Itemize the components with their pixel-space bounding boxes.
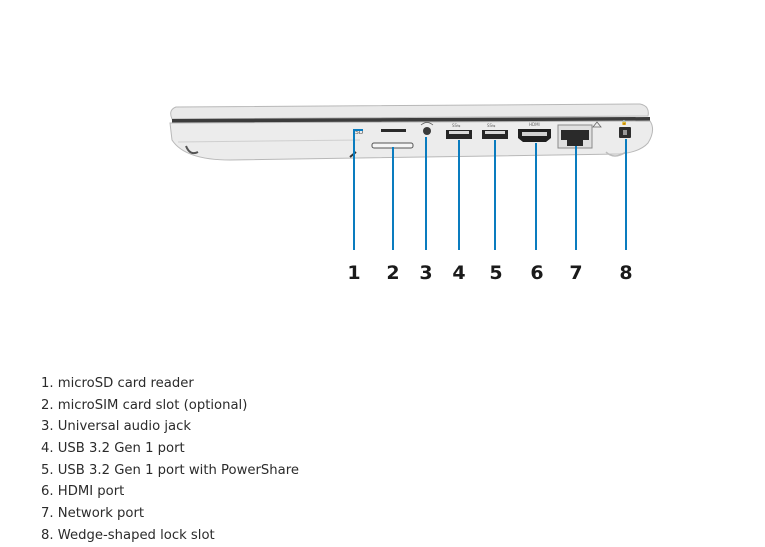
usb-port-b-tongue xyxy=(485,131,505,134)
headset-icon xyxy=(420,122,434,126)
callout-number-6: 6 xyxy=(530,262,544,284)
laptop-side-illustration: SD SS⇆ SS⇆ HDMI 🔒 xyxy=(169,103,654,250)
usb-symbol-a: SS⇆ xyxy=(452,123,461,128)
list-item: 1. microSD card reader xyxy=(41,376,194,391)
callout-leader-lines xyxy=(353,129,627,250)
microsd-slot xyxy=(381,129,406,132)
list-item: 7. Network port xyxy=(41,506,145,522)
left-foot xyxy=(185,145,199,155)
hdmi-symbol: HDMI xyxy=(529,122,540,127)
list-item: 8. Wedge-shaped lock slot xyxy=(41,527,215,543)
sd-icon: SD xyxy=(355,129,364,136)
list-item: 5. USB 3.2 Gen 1 port with PowerShare xyxy=(41,462,299,478)
usb-port-a-tongue xyxy=(449,131,469,134)
callout-number-5: 5 xyxy=(489,262,503,284)
usb-port-a xyxy=(446,130,472,139)
list-item: 3. Universal audio jack xyxy=(41,419,191,435)
list-item: 4. USB 3.2 Gen 1 port xyxy=(41,441,185,457)
callout-number-2: 2 xyxy=(386,262,400,284)
laptop-right-side-figure: SD SS⇆ SS⇆ HDMI 🔒 1 2 3 xyxy=(169,103,654,284)
hdmi-port-inner xyxy=(522,132,547,136)
callout-number-8: 8 xyxy=(619,262,633,284)
usb-port-b xyxy=(482,130,508,139)
audio-jack xyxy=(423,127,431,135)
usb-symbol-b: SS⇆ xyxy=(487,123,496,128)
laptop-lid xyxy=(170,103,649,120)
callout-number-7: 7 xyxy=(569,262,583,284)
lid-seam xyxy=(171,117,651,123)
network-port-opening xyxy=(561,130,589,146)
network-icon xyxy=(592,121,602,128)
right-foot xyxy=(605,151,627,157)
callout-number-1: 1 xyxy=(347,262,361,284)
lock-icon: 🔒 xyxy=(621,119,627,126)
port-legend-list: 1. microSD card reader 2. microSIM card … xyxy=(41,373,299,547)
base-crease xyxy=(177,139,361,143)
list-item: 2. microSIM card slot (optional) xyxy=(41,397,248,413)
lock-slot-inner xyxy=(623,130,627,135)
callout-number-3: 3 xyxy=(419,262,433,284)
callout-number-4: 4 xyxy=(452,262,466,284)
list-item: 6. HDMI port xyxy=(41,484,125,500)
leader-line-1 xyxy=(353,129,363,250)
